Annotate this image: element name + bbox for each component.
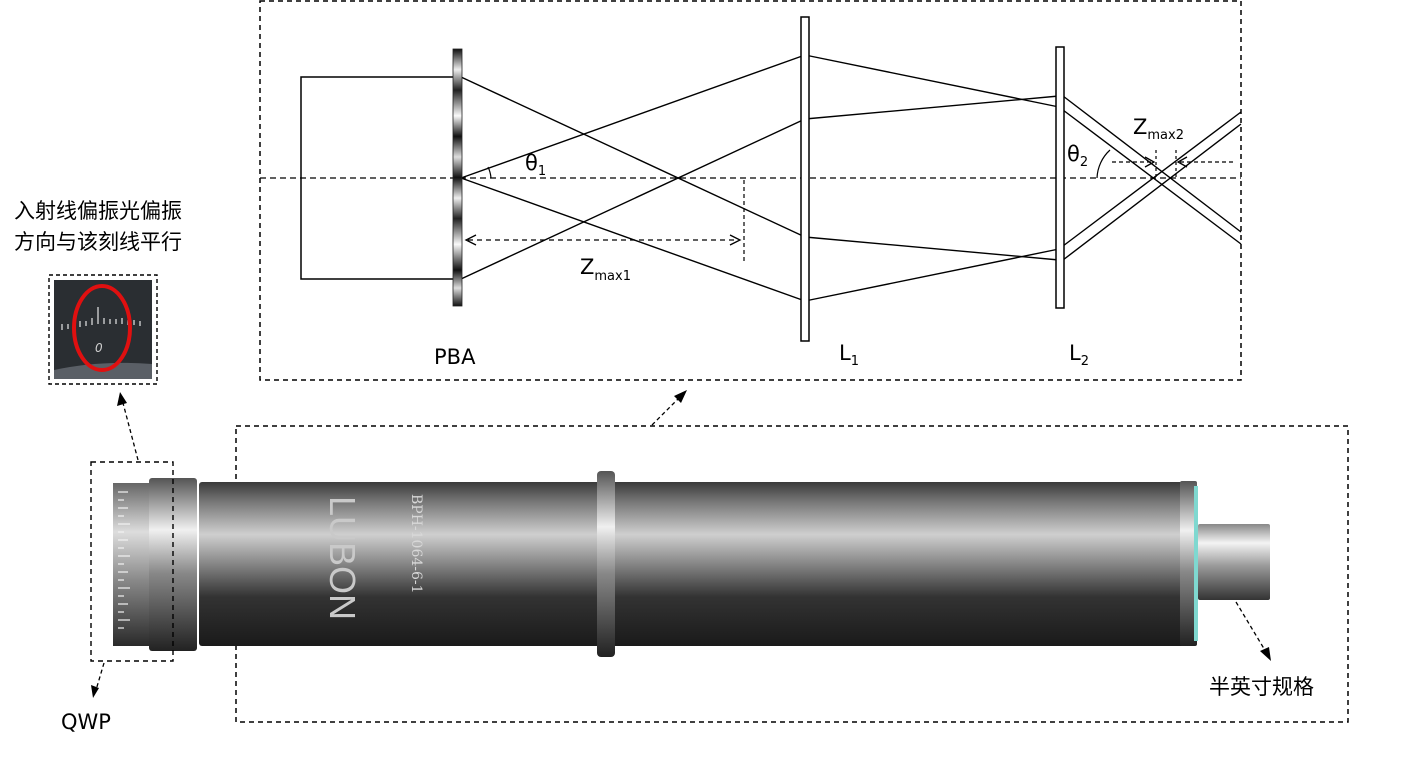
- optical-schematic: PBA L1 L2 θ1 θ2 Zmax1 Zmax2: [259, 0, 1242, 381]
- end-cap: [1180, 481, 1197, 646]
- schematic-connector-arrowhead: [674, 390, 687, 403]
- l2-label: L2: [1069, 341, 1089, 369]
- scale-inset: 0: [48, 274, 158, 385]
- thread-spec-label: 半英寸规格: [1209, 675, 1314, 699]
- inset-connector: [122, 402, 139, 461]
- theta2-label: θ2: [1067, 142, 1088, 170]
- schematic-connector: [651, 394, 683, 426]
- pba-label: PBA: [434, 345, 476, 369]
- theta1-arc: [487, 166, 492, 179]
- brand-logo: LUBON: [322, 496, 363, 620]
- polarization-note-line1: 入射线偏振光偏振: [14, 199, 182, 223]
- thread-pointer-arrowhead: [1260, 647, 1271, 661]
- theta1-label: θ1: [525, 151, 546, 179]
- pba-element: [452, 48, 463, 307]
- qwp-highlight-box: [90, 461, 174, 662]
- qwp-pointer: [95, 662, 105, 691]
- polarization-note-line2: 方向与该刻线平行: [14, 230, 182, 254]
- theta2-arc: [1096, 149, 1111, 179]
- inset-frame: [48, 274, 158, 385]
- dial-scale-ticks: [118, 491, 130, 629]
- model-number: BPH-1064-6-1: [408, 494, 424, 594]
- end-cap-accent: [1194, 486, 1198, 641]
- barrel-ring: [597, 471, 615, 657]
- zmax2-label: Zmax2: [1133, 115, 1184, 143]
- dial-zero-mark: 0: [95, 341, 103, 355]
- qwp-label: QWP: [61, 710, 111, 734]
- lens-l2: [1055, 46, 1065, 309]
- l1-label: L1: [839, 341, 859, 369]
- highlight-circle: [72, 284, 132, 372]
- zmax1-label: Zmax1: [580, 255, 631, 284]
- half-inch-thread: [1198, 524, 1270, 600]
- qwp-pointer-arrowhead: [91, 685, 99, 698]
- lens-l1: [800, 16, 810, 342]
- thread-pointer: [1235, 601, 1267, 653]
- main-barrel: [199, 482, 1185, 646]
- schematic-frame: [259, 0, 1242, 381]
- product-photo: LUBON BPH-1064-6-1: [90, 425, 1349, 723]
- inset-photo: [54, 280, 152, 379]
- inset-connector-arrowhead: [117, 392, 127, 406]
